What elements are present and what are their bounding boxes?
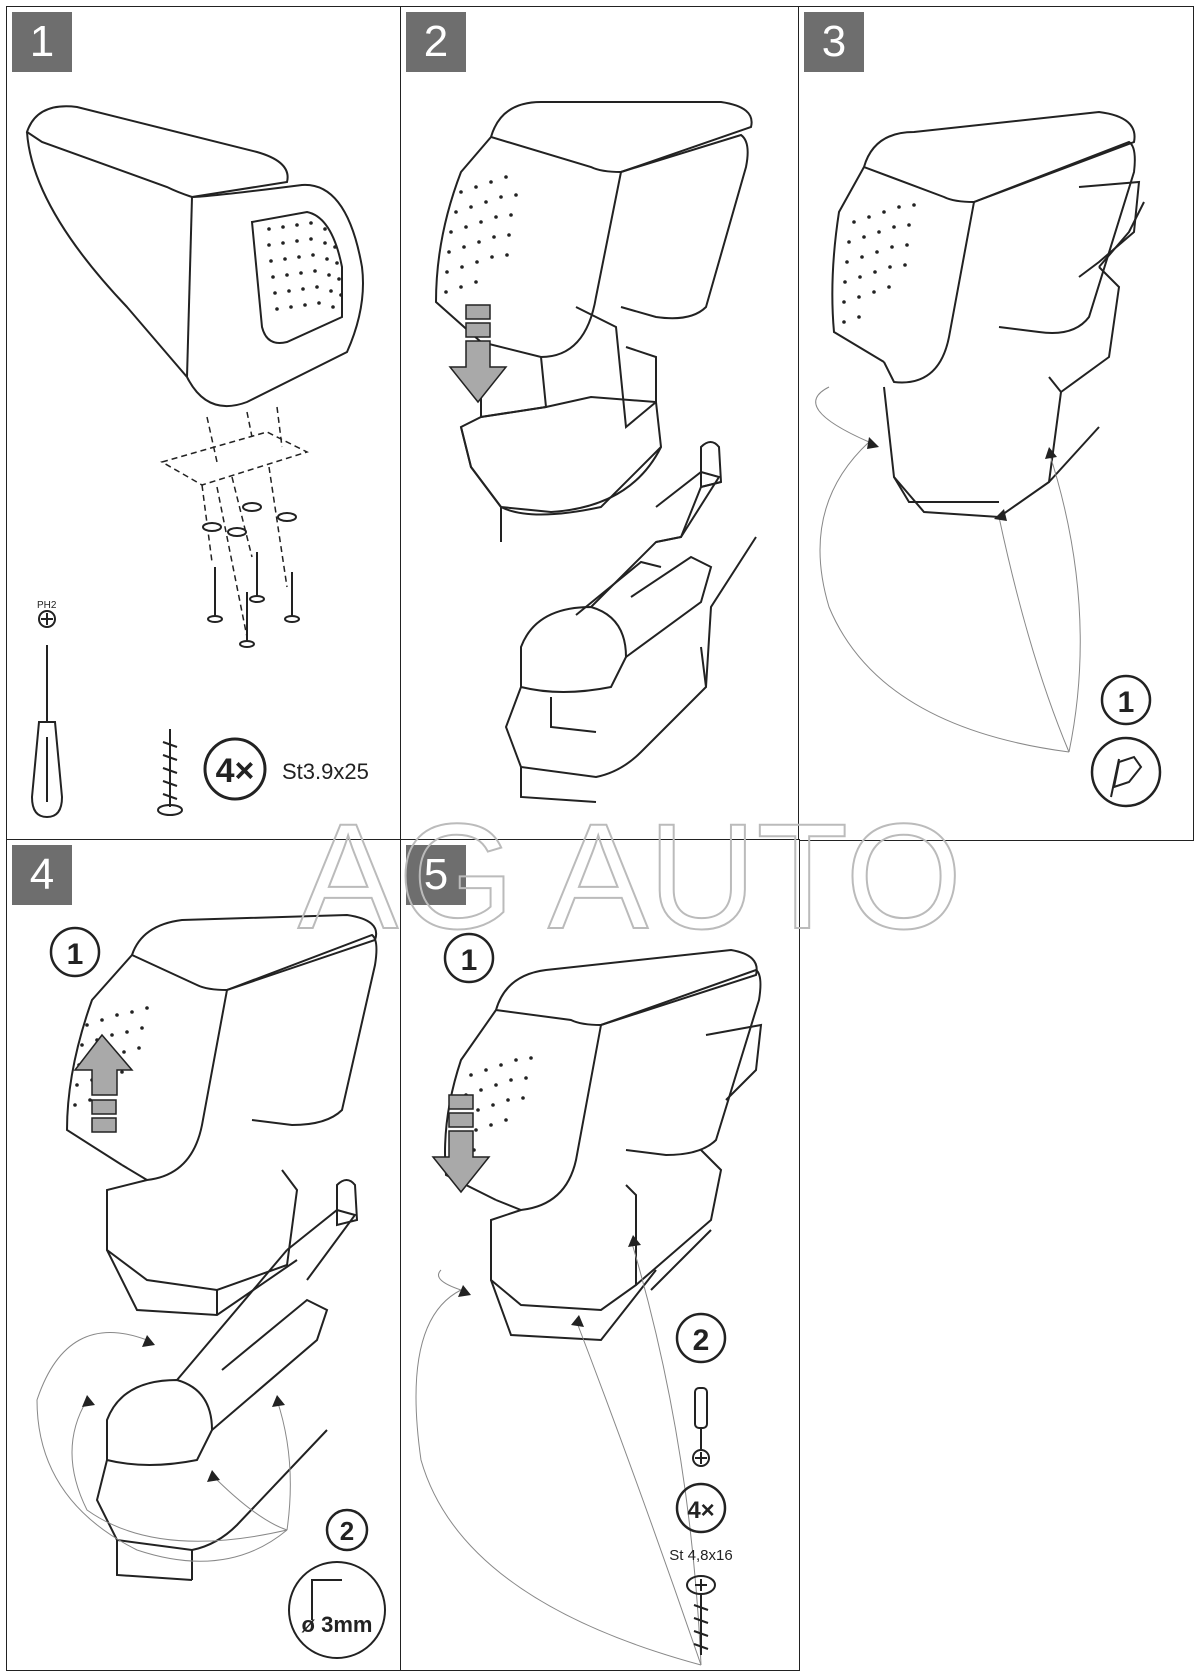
drill-size-label: ø 3mm	[302, 1612, 373, 1637]
sub-step-1-circle	[49, 926, 101, 978]
count-circle	[675, 1482, 727, 1534]
step-4-badge: 4	[12, 845, 72, 905]
drill-detail-circle	[288, 1561, 386, 1659]
mark-hole-icon	[1090, 736, 1162, 808]
step-1-panel: 1	[6, 6, 402, 841]
screw-count: 4×	[687, 1497, 714, 1524]
sub-step-2-circle	[675, 1312, 727, 1364]
screw-size: St 4,8x16	[669, 1547, 732, 1564]
sub-step-2-label: 2	[693, 1324, 710, 1357]
screws-diagram	[207, 552, 300, 648]
step-3-illustration: 1	[815, 110, 1162, 808]
screw-icon	[157, 729, 183, 816]
step-2-panel: 2	[400, 6, 800, 841]
screw-icon	[686, 1575, 716, 1655]
step-4-panel: 4 1	[6, 839, 402, 1671]
sub-step-2-circle	[325, 1508, 369, 1552]
step-3-badge: 3	[804, 12, 864, 72]
step-2-badge: 2	[406, 12, 466, 72]
step-5-panel: 5 1	[400, 839, 800, 1671]
slide-down-arrow-icon	[448, 304, 508, 404]
sub-step-1-circle	[443, 932, 495, 984]
step-5-illustration: 1	[415, 932, 763, 1666]
sub-step-1-label: 1	[1118, 686, 1135, 719]
tool-label: PH2	[37, 600, 57, 611]
sub-step-1-circle	[1100, 674, 1152, 726]
step-1-badge: 1	[12, 12, 72, 72]
perforation-dots	[267, 221, 343, 311]
sub-step-1-label: 1	[67, 938, 84, 971]
slide-down-arrow-icon	[431, 1094, 491, 1194]
step-2-illustration	[434, 101, 757, 803]
step-4-illustration: 1	[36, 913, 386, 1659]
step-5-badge: 5	[406, 845, 466, 905]
count-circle	[203, 737, 267, 801]
screw-size: St3.9x25	[282, 759, 369, 784]
step-3-panel: 3	[798, 6, 1194, 841]
slide-up-arrow-icon	[73, 1033, 134, 1133]
step-1-illustration: PH2 4× St3.9x25	[25, 105, 369, 819]
sub-step-2-label: 2	[340, 1516, 354, 1546]
screwdriver-icon	[692, 1387, 710, 1467]
sub-step-1-label: 1	[461, 944, 478, 977]
screw-count: 4×	[216, 752, 255, 790]
screwdriver-icon	[30, 610, 64, 819]
